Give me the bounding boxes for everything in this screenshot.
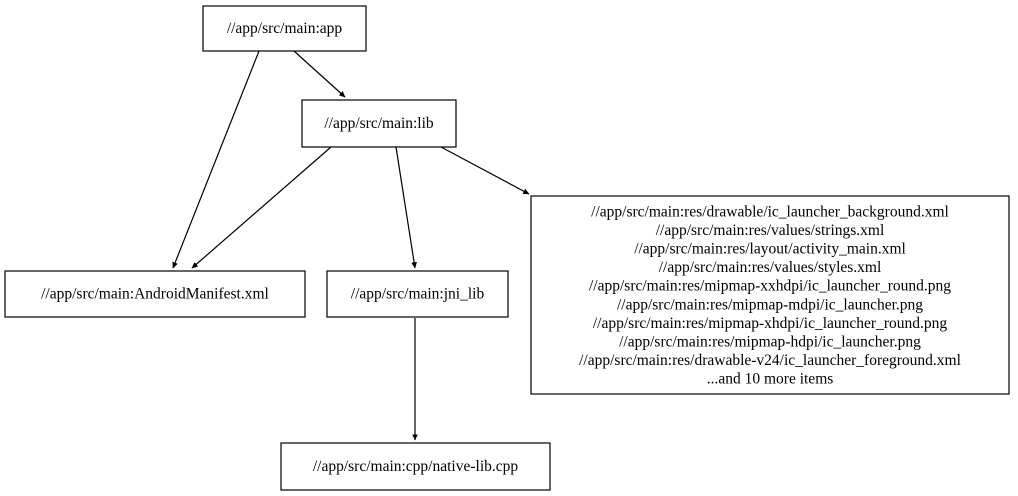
node-box — [280, 442, 551, 491]
node-label: //app/src/main:jni_lib — [351, 286, 485, 303]
node-label: //app/src/main:AndroidManifest.xml — [41, 286, 269, 303]
resource-line: //app/src/main:res/drawable-v24/ic_launc… — [579, 352, 961, 369]
edge-line — [293, 50, 346, 98]
node-box — [326, 270, 509, 318]
graph-edge-app-to-manifest — [172, 50, 260, 269]
graph-node-app[interactable]: //app/src/main:app — [202, 5, 367, 52]
node-box — [301, 99, 457, 148]
edge-line — [395, 146, 417, 269]
graph-node-native_lib[interactable]: //app/src/main:cpp/native-lib.cpp — [280, 442, 551, 491]
edge-line — [172, 50, 260, 269]
node-label: //app/src/main:cpp/native-lib.cpp — [313, 458, 519, 475]
nodes-layer: //app/src/main:app //app/src/main:lib //ap… — [4, 5, 1010, 491]
graph-edge-lib-to-jni_lib — [395, 146, 417, 269]
node-label: //app/src/main:app — [227, 20, 343, 37]
node-box — [202, 5, 367, 52]
graph-node-jni_lib[interactable]: //app/src/main:jni_lib — [326, 270, 509, 318]
graph-edge-app-to-lib — [293, 50, 346, 98]
node-label-multiline: //app/src/main:res/drawable/ic_launcher_… — [579, 203, 961, 387]
resource-line: //app/src/main:res/mipmap-xhdpi/ic_launc… — [593, 314, 948, 331]
edge-line — [440, 146, 530, 195]
resource-line: //app/src/main:res/mipmap-xxhdpi/ic_laun… — [589, 277, 951, 294]
graph-edge-lib-to-resources — [440, 146, 530, 195]
edge-line — [191, 146, 332, 269]
graph-node-manifest[interactable]: //app/src/main:AndroidManifest.xml — [4, 270, 306, 318]
node-label: //app/src/main:lib — [324, 115, 434, 132]
node-box — [530, 195, 1010, 395]
graph-node-resources[interactable]: //app/src/main:res/drawable/ic_launcher_… — [530, 195, 1010, 395]
resource-line: //app/src/main:res/mipmap-mdpi/ic_launch… — [617, 296, 923, 313]
resource-line: //app/src/main:res/mipmap-hdpi/ic_launch… — [619, 333, 921, 350]
resource-line: //app/src/main:res/drawable/ic_launcher_… — [591, 203, 949, 220]
resource-line: //app/src/main:res/layout/activity_main.… — [634, 240, 906, 257]
resource-line: //app/src/main:res/values/strings.xml — [656, 221, 885, 238]
overflow-note: ...and 10 more items — [707, 370, 834, 387]
resource-line: //app/src/main:res/values/styles.xml — [659, 259, 882, 276]
graph-edge-lib-to-manifest — [191, 146, 332, 269]
graph-node-lib[interactable]: //app/src/main:lib — [301, 99, 457, 148]
edges-layer — [172, 50, 530, 441]
node-box — [4, 270, 306, 318]
